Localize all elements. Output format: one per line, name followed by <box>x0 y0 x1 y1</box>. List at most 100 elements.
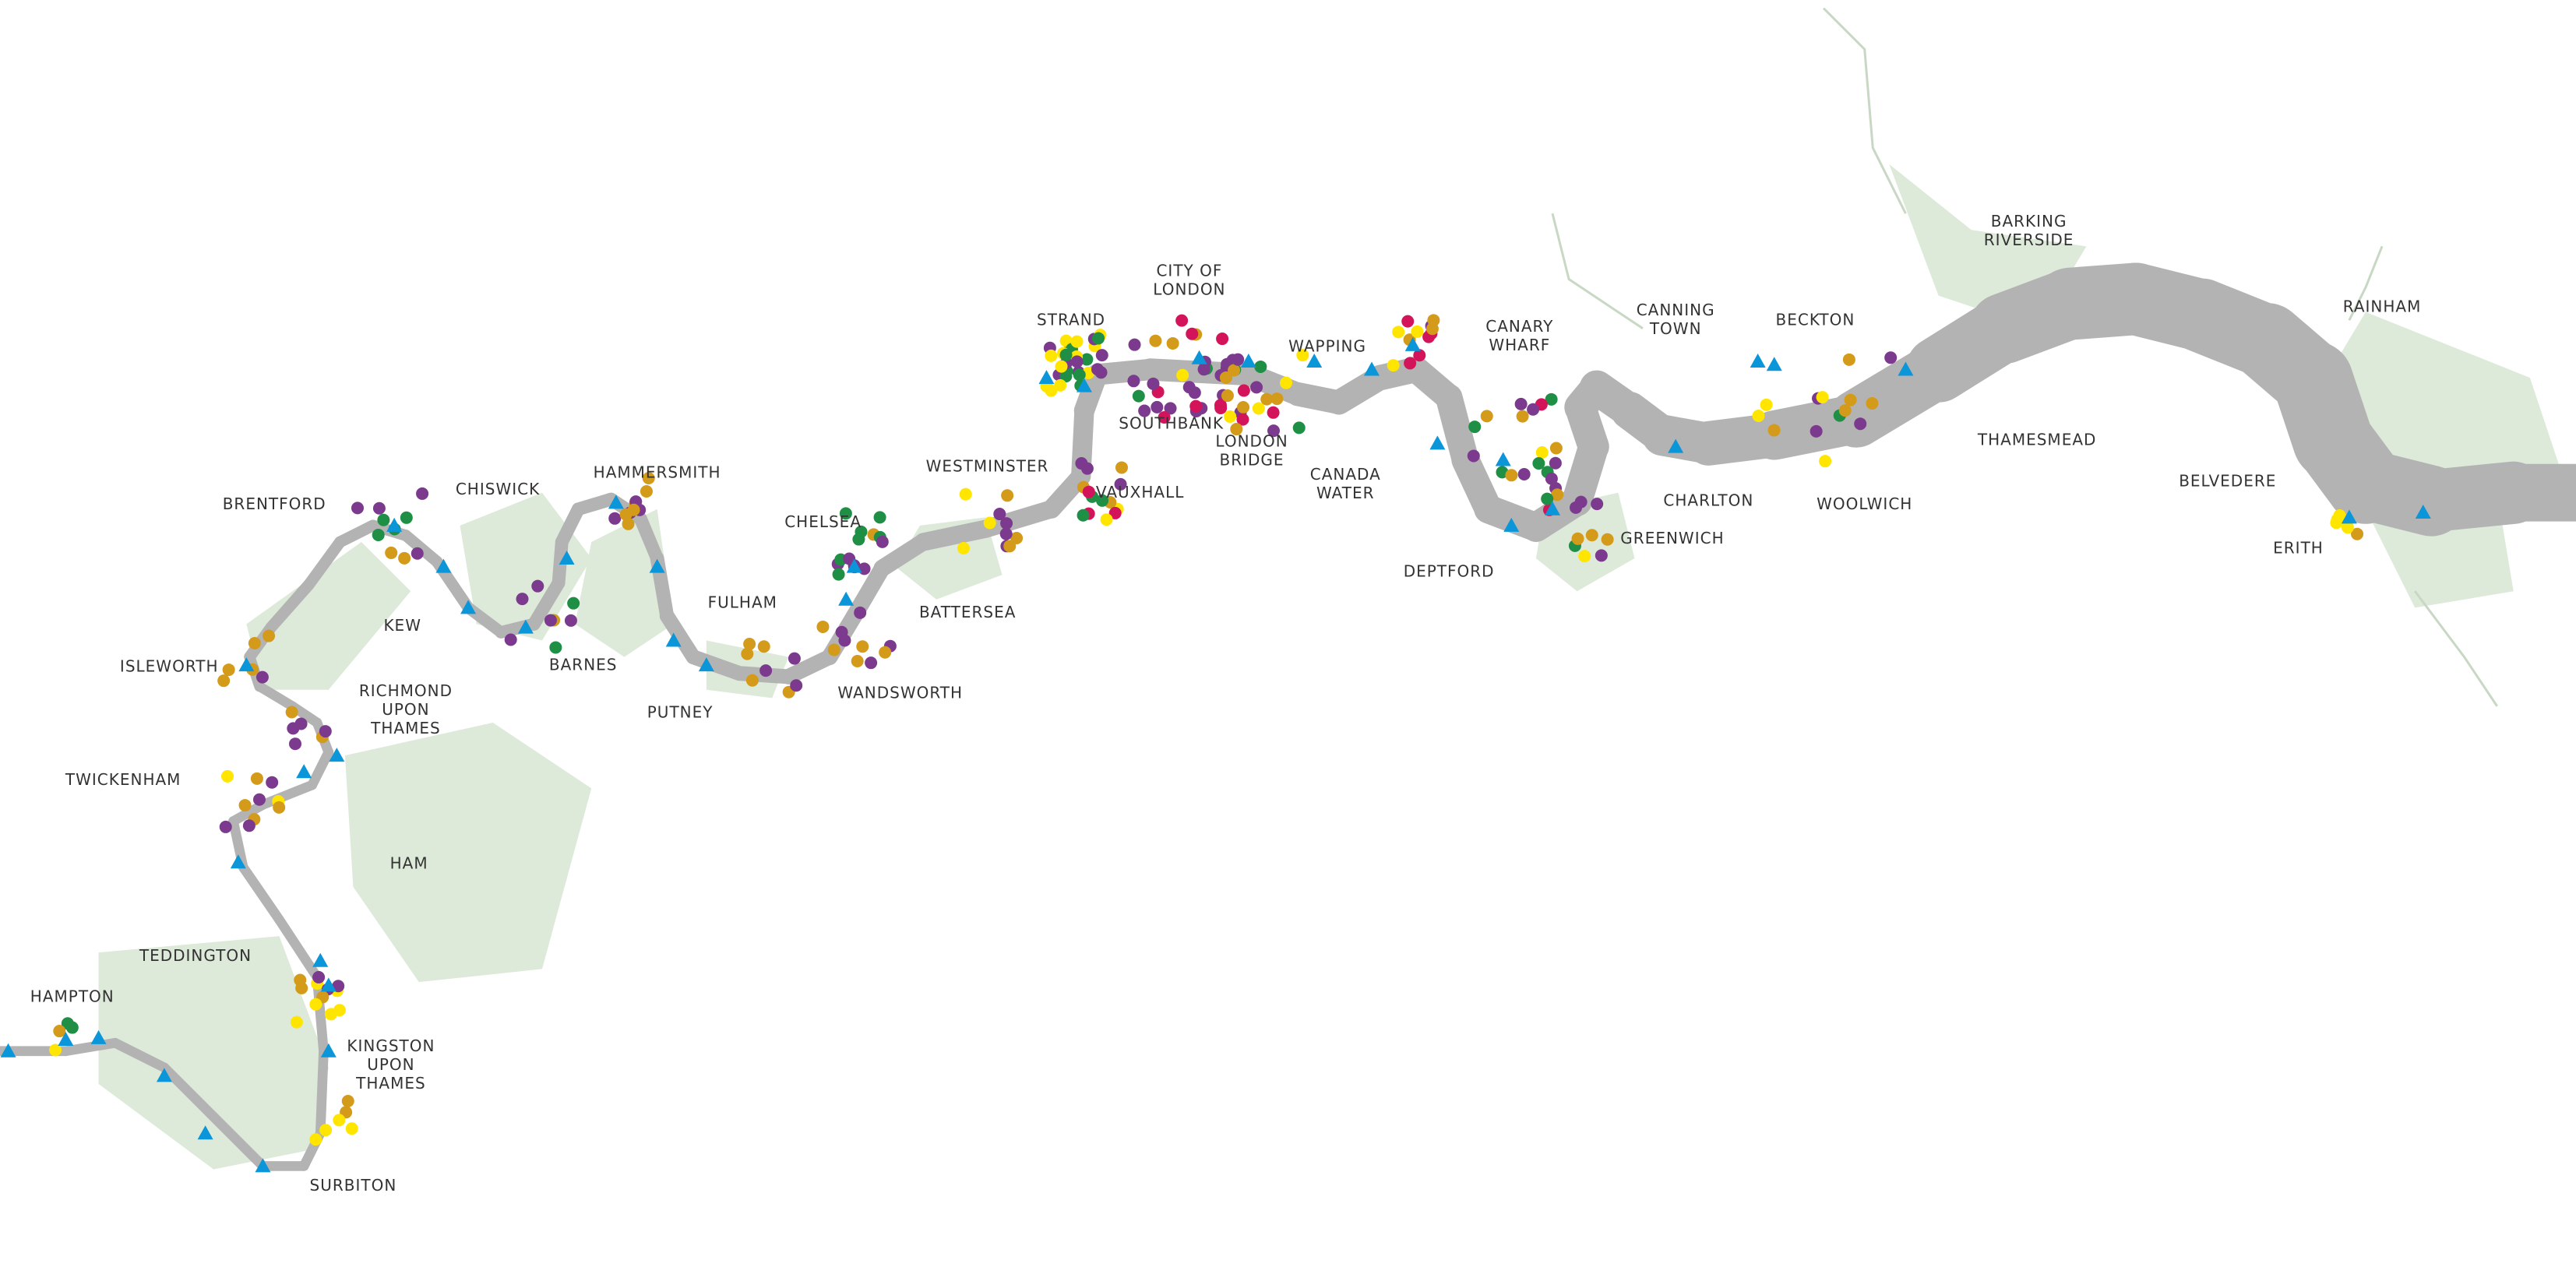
incident-dot[interactable] <box>983 516 996 530</box>
incident-dot[interactable] <box>627 503 640 516</box>
incident-dot[interactable] <box>741 647 754 660</box>
incident-dot[interactable] <box>1480 410 1493 423</box>
incident-dot[interactable] <box>1115 461 1128 474</box>
triangle-marker[interactable] <box>1191 350 1207 364</box>
incident-dot[interactable] <box>53 1025 66 1038</box>
incident-dot[interactable] <box>1166 336 1179 350</box>
incident-dot[interactable] <box>608 512 622 525</box>
incident-dot[interactable] <box>1216 333 1229 346</box>
incident-dot[interactable] <box>2351 527 2364 540</box>
incident-dot[interactable] <box>252 793 266 806</box>
incident-dot[interactable] <box>1236 413 1249 426</box>
incident-dot[interactable] <box>332 980 345 993</box>
incident-dot[interactable] <box>816 620 830 633</box>
triangle-marker[interactable] <box>608 494 624 509</box>
incident-dot[interactable] <box>1578 550 1591 563</box>
incident-dot[interactable] <box>1091 363 1104 376</box>
incident-dot[interactable] <box>839 507 852 520</box>
triangle-marker[interactable] <box>255 1158 271 1173</box>
incident-dot[interactable] <box>411 547 424 560</box>
incident-dot[interactable] <box>1189 399 1203 413</box>
incident-dot[interactable] <box>319 725 332 738</box>
incident-dot[interactable] <box>1132 389 1145 403</box>
incident-dot[interactable] <box>1844 393 1857 406</box>
incident-dot[interactable] <box>1151 400 1164 413</box>
incident-dot[interactable] <box>238 799 252 812</box>
incident-dot[interactable] <box>957 542 970 555</box>
triangle-marker[interactable] <box>1495 452 1511 466</box>
incident-dot[interactable] <box>1260 392 1274 406</box>
incident-dot[interactable] <box>1250 381 1263 394</box>
triangle-marker[interactable] <box>386 517 403 532</box>
incident-dot[interactable] <box>1073 368 1086 382</box>
incident-dot[interactable] <box>1147 377 1160 390</box>
incident-dot[interactable] <box>1549 442 1563 455</box>
triangle-marker[interactable] <box>1306 353 1323 368</box>
incident-dot[interactable] <box>1138 404 1151 417</box>
triangle-marker[interactable] <box>1038 370 1055 385</box>
incident-dot[interactable] <box>788 652 801 665</box>
incident-dot[interactable] <box>319 1124 333 1137</box>
incident-dot[interactable] <box>1176 368 1189 382</box>
incident-dot[interactable] <box>852 533 865 546</box>
incident-dot[interactable] <box>1267 406 1280 419</box>
incident-dot[interactable] <box>790 679 803 692</box>
incident-dot[interactable] <box>1866 396 1879 410</box>
triangle-marker[interactable] <box>320 977 337 992</box>
incident-dot[interactable] <box>1128 338 1141 351</box>
incident-dot[interactable] <box>1752 409 1765 422</box>
incident-dot[interactable] <box>1175 314 1189 327</box>
incident-dot[interactable] <box>1527 403 1540 416</box>
incident-dot[interactable] <box>1188 386 1201 399</box>
incident-dot[interactable] <box>1045 349 1058 362</box>
incident-dot[interactable] <box>1221 389 1234 403</box>
triangle-marker[interactable] <box>2341 509 2357 524</box>
incident-dot[interactable] <box>959 487 972 501</box>
triangle-marker[interactable] <box>58 1031 74 1046</box>
incident-dot[interactable] <box>1292 421 1306 435</box>
incident-dot[interactable] <box>345 1122 358 1135</box>
incident-dot[interactable] <box>295 981 308 994</box>
incident-dot[interactable] <box>1096 494 1109 507</box>
incident-dot[interactable] <box>1838 404 1852 417</box>
triangle-marker[interactable] <box>1668 438 1684 453</box>
incident-dot[interactable] <box>263 629 276 642</box>
incident-dot[interactable] <box>351 501 364 515</box>
incident-dot[interactable] <box>287 722 300 735</box>
triangle-marker[interactable] <box>296 764 312 779</box>
incident-dot[interactable] <box>1127 375 1140 388</box>
incident-dot[interactable] <box>1232 353 1245 366</box>
incident-dot[interactable] <box>1070 355 1084 368</box>
triangle-marker[interactable] <box>1240 353 1256 368</box>
incident-dot[interactable] <box>1214 399 1227 412</box>
incident-dot[interactable] <box>324 1008 337 1021</box>
triangle-marker[interactable] <box>435 558 452 573</box>
incident-dot[interactable] <box>1884 351 1898 364</box>
incident-dot[interactable] <box>1517 468 1531 481</box>
triangle-marker[interactable] <box>320 1043 337 1057</box>
incident-dot[interactable] <box>1092 332 1105 345</box>
incident-dot[interactable] <box>1541 492 1554 505</box>
incident-dot[interactable] <box>1100 513 1113 526</box>
incident-dot[interactable] <box>372 528 385 541</box>
triangle-marker[interactable] <box>90 1029 107 1044</box>
incident-dot[interactable] <box>1045 384 1058 397</box>
triangle-marker[interactable] <box>312 952 329 967</box>
triangle-marker[interactable] <box>329 748 345 762</box>
incident-dot[interactable] <box>1270 392 1284 406</box>
triangle-marker[interactable] <box>230 854 246 869</box>
incident-dot[interactable] <box>1595 549 1608 562</box>
incident-dot[interactable] <box>1819 455 1832 468</box>
incident-dot[interactable] <box>1280 376 1293 389</box>
incident-dot[interactable] <box>309 1133 322 1146</box>
incident-dot[interactable] <box>1514 397 1528 410</box>
incident-dot[interactable] <box>1230 423 1243 436</box>
incident-dot[interactable] <box>1467 449 1480 463</box>
incident-dot[interactable] <box>1854 417 1867 431</box>
triangle-marker[interactable] <box>1429 435 1446 450</box>
incident-dot[interactable] <box>544 614 557 627</box>
incident-dot[interactable] <box>372 501 386 515</box>
incident-dot[interactable] <box>564 614 577 627</box>
incident-dot[interactable] <box>1767 424 1781 437</box>
incident-dot[interactable] <box>285 706 298 719</box>
